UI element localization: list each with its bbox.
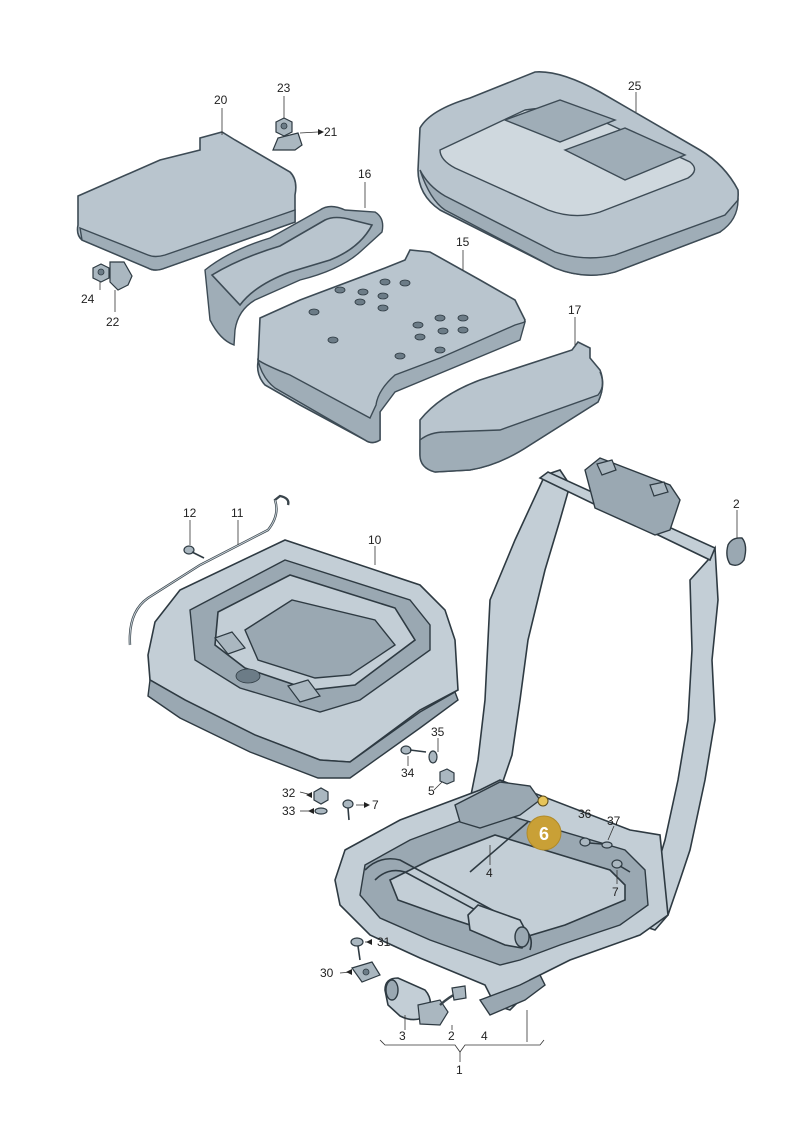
part-6-washer-highlight[interactable]: [537, 795, 549, 807]
fastener-34-screw[interactable]: [400, 745, 427, 755]
part-15-seat-cushion[interactable]: [256, 249, 527, 444]
part-11-wire[interactable]: [128, 494, 290, 646]
leader-lines: [99, 92, 738, 1062]
label-37: 37: [607, 814, 621, 828]
label-36: 36: [578, 807, 592, 821]
fastener-32-nut[interactable]: [313, 787, 329, 805]
arrow-markers: [306, 129, 372, 975]
bracket-21-assembly[interactable]: [272, 117, 303, 151]
fastener-5-nut[interactable]: [439, 768, 455, 785]
part-10-seat-pan[interactable]: [147, 539, 459, 779]
label-23: 23: [277, 81, 291, 95]
label-17: 17: [568, 303, 582, 317]
fastener-33-washer[interactable]: [314, 807, 328, 815]
fastener-7-screw-b[interactable]: [611, 859, 631, 873]
label-7-a: 7: [372, 798, 379, 812]
fastener-30-bracket[interactable]: [351, 961, 381, 983]
label-32: 32: [282, 786, 296, 800]
part-labels: 20 23 21 16 25 15 17 24 22 12 11 10 2 35…: [81, 79, 740, 1077]
label-22: 22: [106, 315, 120, 329]
label-24: 24: [81, 292, 95, 306]
label-5: 5: [428, 784, 435, 798]
label-12: 12: [183, 506, 197, 520]
label-25: 25: [628, 79, 642, 93]
label-31: 31: [377, 935, 391, 949]
part-12-bolt[interactable]: [183, 545, 205, 559]
label-1: 1: [456, 1063, 463, 1077]
label-4-bottom: 4: [481, 1029, 488, 1043]
part-16-trim[interactable]: [204, 205, 384, 346]
label-2-bottom: 2: [448, 1029, 455, 1043]
label-34: 34: [401, 766, 415, 780]
label-3: 3: [399, 1029, 406, 1043]
fastener-37-washer[interactable]: [601, 841, 613, 849]
label-15: 15: [456, 235, 470, 249]
callout-6-badge[interactable]: [526, 815, 562, 851]
cushion-holes: [308, 278, 469, 360]
label-11: 11: [231, 506, 244, 520]
fastener-31-screw[interactable]: [350, 937, 364, 961]
label-2-right: 2: [733, 497, 740, 511]
label-21: 21: [324, 125, 338, 139]
label-6: 6: [539, 824, 549, 844]
label-4-rod: 4: [486, 866, 493, 880]
part-3-motor[interactable]: [384, 977, 467, 1026]
part-17-bolster[interactable]: [419, 340, 604, 473]
fastener-35-washer[interactable]: [428, 750, 438, 764]
label-16: 16: [358, 167, 372, 181]
label-30: 30: [320, 966, 334, 980]
label-35: 35: [431, 725, 445, 739]
part-2-cap[interactable]: [726, 537, 747, 567]
part-20-pad[interactable]: [76, 131, 297, 271]
bracket-22-assembly[interactable]: [92, 261, 133, 291]
label-33: 33: [282, 804, 296, 818]
fastener-36-screw[interactable]: [579, 837, 603, 847]
label-10: 10: [368, 533, 382, 547]
label-7-b: 7: [612, 885, 619, 899]
callout-6-highlight[interactable]: 6: [526, 815, 562, 851]
part-25-cushion[interactable]: [417, 71, 739, 276]
label-20: 20: [214, 93, 228, 107]
fastener-7-screw-a[interactable]: [342, 799, 354, 821]
